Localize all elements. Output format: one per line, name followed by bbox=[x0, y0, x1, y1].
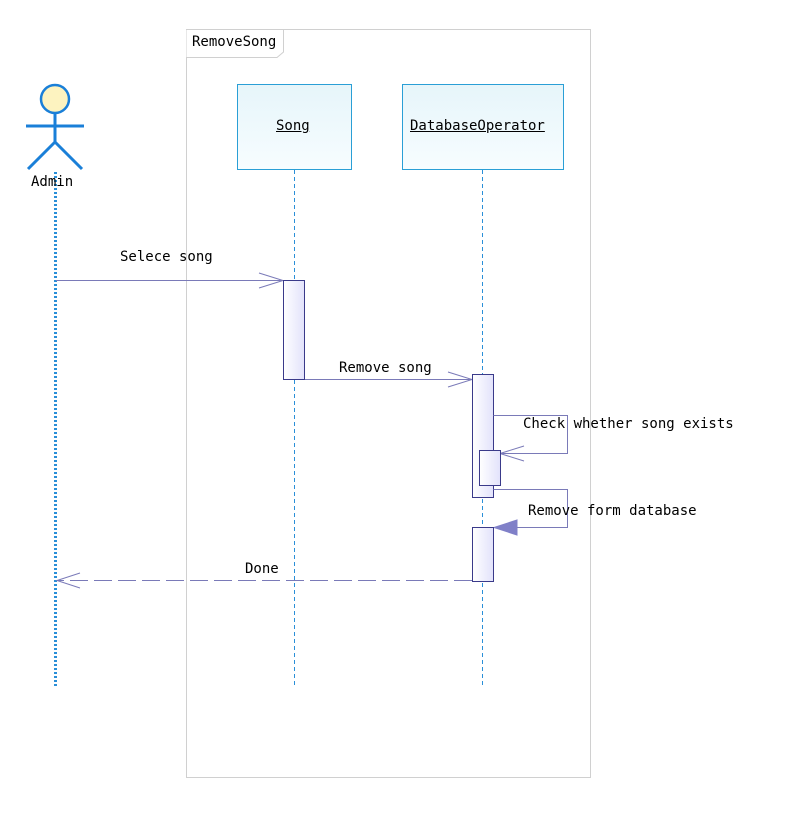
message-remove-form-database-arrowhead bbox=[492, 519, 518, 536]
activation-song bbox=[283, 280, 305, 380]
activation-database-operator-nested bbox=[479, 450, 501, 486]
message-remove-form-database-loop bbox=[493, 489, 568, 528]
lifeline-box-song[interactable] bbox=[237, 84, 352, 170]
lifeline-label-database-operator: DatabaseOperator bbox=[410, 118, 545, 134]
lifeline-box-database-operator[interactable] bbox=[402, 84, 564, 170]
message-check-song-loop bbox=[493, 415, 568, 454]
message-label-remove-form-database: Remove form database bbox=[528, 503, 697, 519]
lifeline-label-song: Song bbox=[276, 118, 310, 134]
actor-admin-figure bbox=[26, 83, 84, 171]
activation-database-operator-second bbox=[472, 527, 494, 582]
frame-title-tab bbox=[186, 29, 284, 58]
message-label-check-song: Check whether song exists bbox=[523, 416, 734, 432]
frame-border bbox=[186, 29, 591, 778]
message-label-done: Done bbox=[245, 561, 279, 577]
frame-title: RemoveSong bbox=[192, 34, 277, 50]
message-label-remove-song: Remove song bbox=[339, 360, 432, 376]
actor-label: Admin bbox=[31, 174, 74, 190]
message-done-arrowhead bbox=[55, 572, 81, 589]
message-label-select-song: Selece song bbox=[120, 249, 213, 265]
